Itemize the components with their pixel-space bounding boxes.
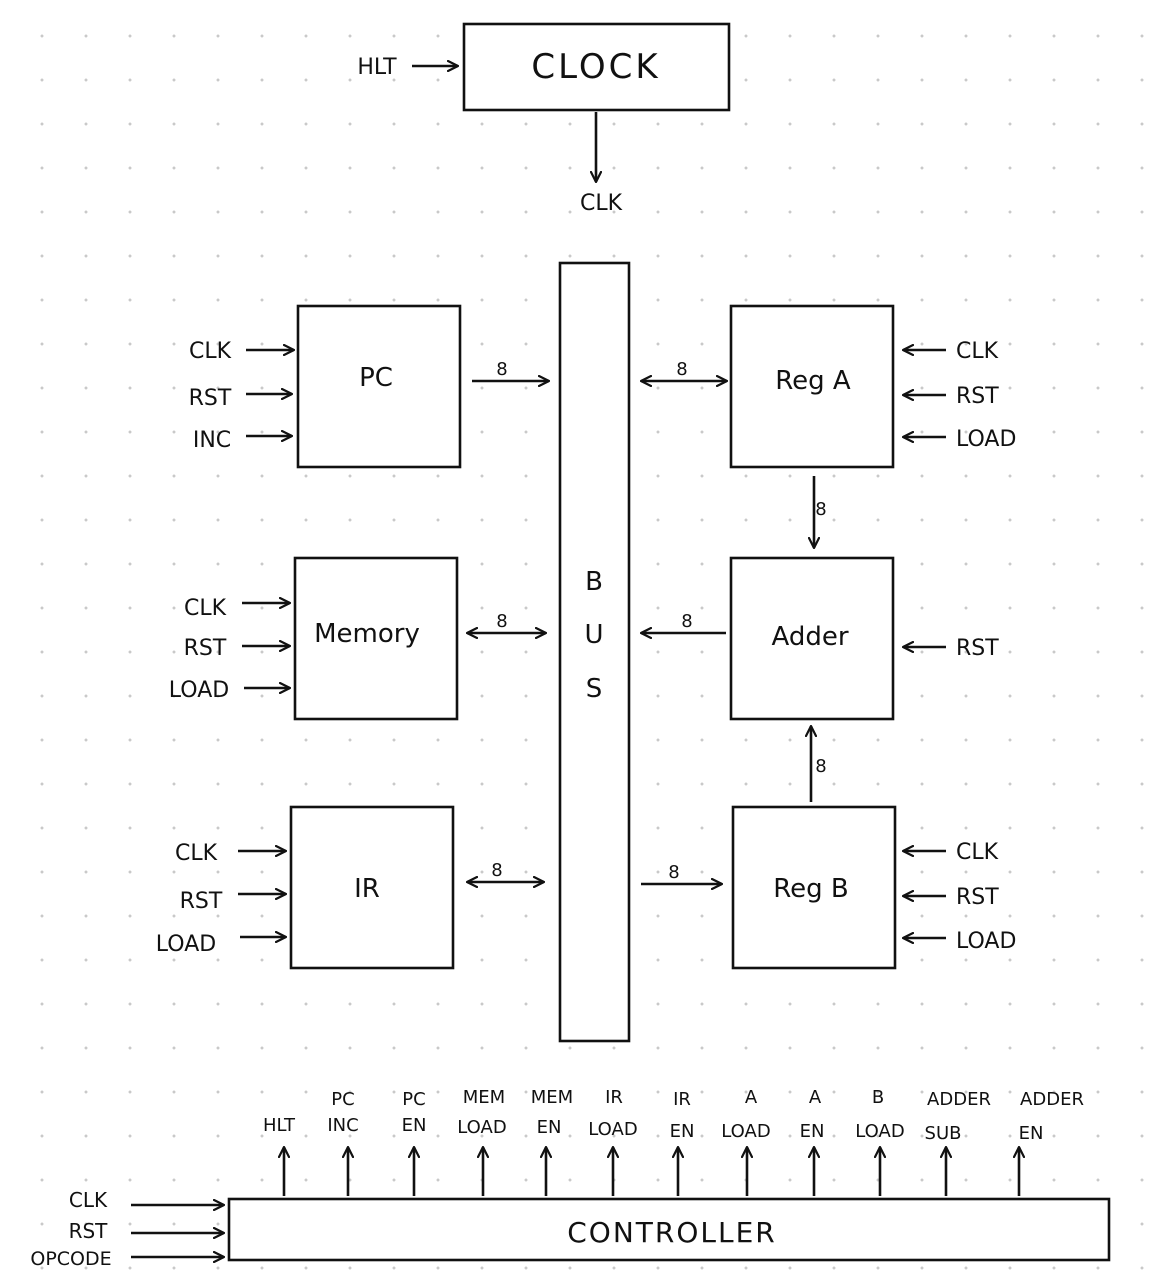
bus-letter-u: U xyxy=(584,620,603,650)
clock-input-hlt-label: HLT xyxy=(357,55,397,80)
svg-text:EN: EN xyxy=(670,1121,695,1142)
controller-output-a-load: A LOAD xyxy=(721,1087,771,1196)
reg-a-adder-width: 8 xyxy=(815,499,826,520)
svg-text:HLT: HLT xyxy=(263,1115,296,1136)
reg-b-block: Reg B xyxy=(731,805,897,970)
svg-text:MEM: MEM xyxy=(463,1087,505,1108)
memory-block: Memory xyxy=(293,556,459,721)
ir-block: IR xyxy=(289,805,455,970)
svg-text:EN: EN xyxy=(800,1121,825,1142)
ir-input-load: LOAD xyxy=(156,932,216,957)
controller-output-ir-load: IR LOAD xyxy=(588,1087,638,1196)
controller-input-rst: RST xyxy=(69,1219,109,1243)
clock-output-clk-label: CLK xyxy=(580,191,623,216)
reg-b-input-rst: RST xyxy=(956,885,999,910)
svg-text:ADDER: ADDER xyxy=(1020,1089,1084,1110)
svg-text:EN: EN xyxy=(1019,1123,1044,1144)
adder-input-rst: RST xyxy=(956,636,999,661)
reg-b-input-load: LOAD xyxy=(956,929,1016,954)
svg-text:ADDER: ADDER xyxy=(927,1089,991,1110)
svg-text:LOAD: LOAD xyxy=(855,1121,904,1142)
svg-text:A: A xyxy=(745,1087,758,1108)
reg-b-input-clk: CLK xyxy=(956,840,999,865)
svg-text:A: A xyxy=(809,1087,822,1108)
controller-output-adder-sub: ADDER SUB xyxy=(925,1089,991,1196)
reg-a-block: Reg A xyxy=(729,304,895,469)
reg-a-input-clk: CLK xyxy=(956,339,999,364)
svg-text:LOAD: LOAD xyxy=(457,1117,506,1138)
ir-label: IR xyxy=(354,874,380,904)
controller-label: CONTROLLER xyxy=(567,1216,776,1249)
bus-letter-s: S xyxy=(586,674,603,704)
controller-input-opcode: OPCODE xyxy=(30,1248,111,1270)
svg-text:EN: EN xyxy=(402,1115,427,1136)
controller-block: CONTROLLER xyxy=(227,1197,1111,1262)
memory-bus-width: 8 xyxy=(496,611,507,632)
svg-text:MEM: MEM xyxy=(531,1087,573,1108)
bus-letter-b: B xyxy=(585,567,603,597)
clock-label: CLOCK xyxy=(531,47,660,87)
reg-b-adder-width: 8 xyxy=(815,756,826,777)
ir-input-rst: RST xyxy=(180,889,223,914)
controller-input-clk: CLK xyxy=(69,1188,108,1212)
controller-output-ir-en: IR EN xyxy=(670,1089,695,1196)
controller-output-adder-en: ADDER EN xyxy=(1019,1089,1084,1196)
pc-bus-width: 8 xyxy=(496,359,507,380)
reg-a-bus-width: 8 xyxy=(676,359,687,380)
controller-output-pc-en: PC EN xyxy=(402,1089,427,1196)
memory-input-rst: RST xyxy=(184,636,227,661)
reg-b-bus-width: 8 xyxy=(668,862,679,883)
controller-output-b-load: B LOAD xyxy=(855,1087,905,1196)
pc-input-inc: INC xyxy=(193,428,231,453)
svg-text:LOAD: LOAD xyxy=(588,1119,637,1140)
bus-block: B U S xyxy=(558,261,631,1043)
adder-label: Adder xyxy=(771,622,848,652)
memory-label: Memory xyxy=(314,619,420,649)
svg-text:PC: PC xyxy=(331,1089,354,1110)
controller-output-mem-load: MEM LOAD xyxy=(457,1087,507,1196)
clock-block: CLOCK xyxy=(462,22,731,112)
reg-a-label: Reg A xyxy=(775,366,851,396)
adder-block: Adder xyxy=(729,556,895,721)
ir-input-clk: CLK xyxy=(175,841,218,866)
svg-text:IR: IR xyxy=(673,1089,691,1110)
controller-output-a-en: A EN xyxy=(800,1087,825,1196)
controller-output-hlt: HLT xyxy=(263,1115,296,1196)
controller-output-mem-en: MEM EN xyxy=(531,1087,573,1196)
pc-input-clk: CLK xyxy=(189,339,232,364)
pc-label: PC xyxy=(359,363,393,393)
svg-text:PC: PC xyxy=(402,1089,425,1110)
reg-b-label: Reg B xyxy=(773,874,849,904)
controller-output-pc-inc: PC INC xyxy=(327,1089,359,1196)
pc-block: PC xyxy=(296,304,462,469)
svg-text:INC: INC xyxy=(327,1115,358,1136)
svg-text:LOAD: LOAD xyxy=(721,1121,770,1142)
reg-a-input-rst: RST xyxy=(956,384,999,409)
svg-text:SUB: SUB xyxy=(925,1123,962,1144)
reg-a-input-load: LOAD xyxy=(956,427,1016,452)
ir-bus-width: 8 xyxy=(491,860,502,881)
svg-text:EN: EN xyxy=(537,1117,562,1138)
adder-bus-width: 8 xyxy=(681,611,692,632)
memory-input-load: LOAD xyxy=(169,678,229,703)
svg-text:B: B xyxy=(872,1087,884,1108)
pc-input-rst: RST xyxy=(189,386,232,411)
memory-input-clk: CLK xyxy=(184,596,227,621)
svg-text:IR: IR xyxy=(605,1087,623,1108)
